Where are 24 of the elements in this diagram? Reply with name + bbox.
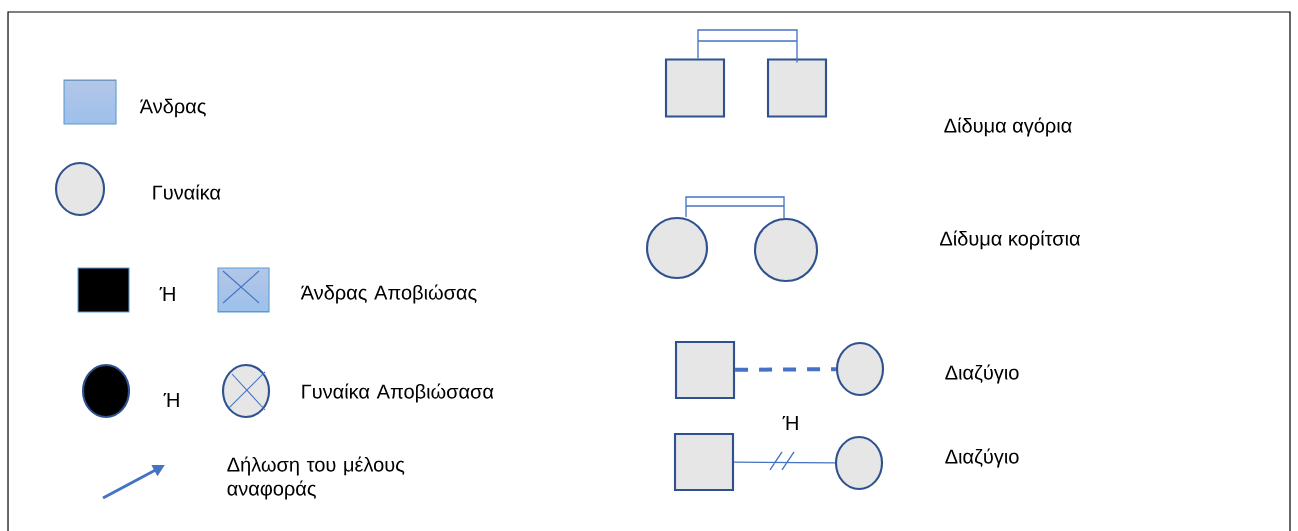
square-symbol [673,432,735,492]
connector-line [735,367,836,372]
legend-text: Άνδρας Αποβιώσας [300,284,477,304]
circle-symbol [834,435,884,491]
legend-text: Γυναίκα [153,184,221,200]
or-label: Ή [159,287,175,301]
symbol-caption: Διαζύγιο [945,364,1019,384]
connector-line [733,451,836,471]
legend-text: Δήλωση του μέλους αναφοράς [227,456,405,500]
or-label: Ή [782,416,798,430]
circle-symbol [835,341,885,397]
square-symbol [674,340,736,400]
connector-line [697,29,798,64]
circle-symbol [645,216,709,280]
legend-text: Άνδρας [139,98,206,118]
symbol-caption: Διαζύγιο [945,448,1019,468]
circle-symbol [753,217,819,283]
connector-line [685,196,785,219]
symbol-caption: Δίδυμα αγόρια [944,117,1072,137]
symbol-caption: Δίδυμα κορίτσια [940,230,1080,250]
legend-text: Γυναίκα Αποβιώσασα [302,383,494,403]
square-symbol [664,58,726,118]
square-symbol [766,58,828,118]
or-label: Ή [163,393,179,407]
